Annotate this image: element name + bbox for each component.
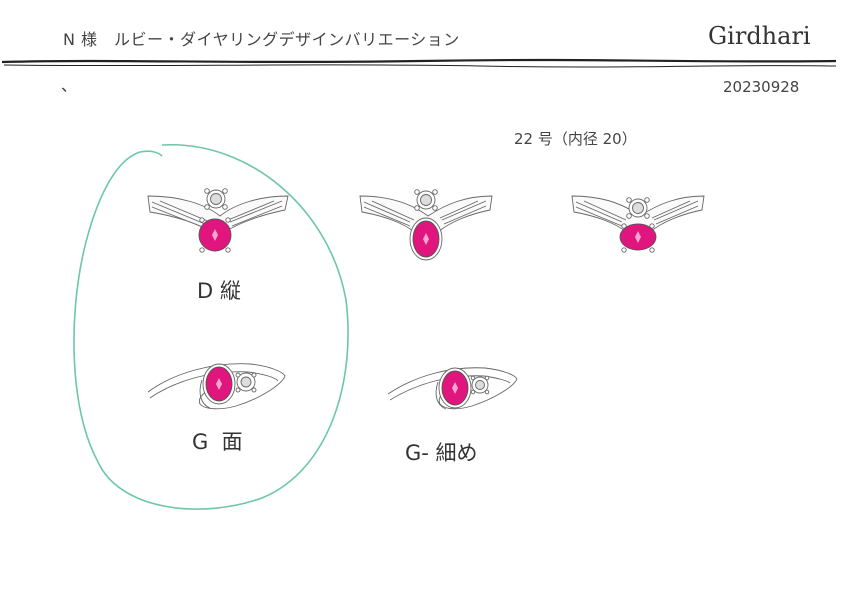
ring-g-thin [387, 367, 518, 410]
ring-d-vertical-view-1 [147, 188, 289, 253]
label-g-face: G 面 [192, 430, 243, 454]
header-divider [1, 58, 837, 68]
ring-d-vertical-view-3 [571, 195, 705, 253]
ring-size-note: 22 号（内径 20） [514, 130, 637, 148]
document-title: N 様 ルビー・ダイヤリングデザインバリエーション [63, 30, 460, 49]
label-d-vertical: D 縦 [197, 279, 241, 303]
document-date: 20230928 [723, 78, 800, 96]
ring-d-vertical-view-2 [359, 189, 493, 261]
label-g-thin: G- 細め [405, 441, 478, 465]
ring-g-face [147, 363, 286, 410]
selection-outline [73, 144, 349, 510]
brand-logo-text: Girdhari [708, 22, 811, 50]
stray-mark: 、 [61, 76, 78, 95]
